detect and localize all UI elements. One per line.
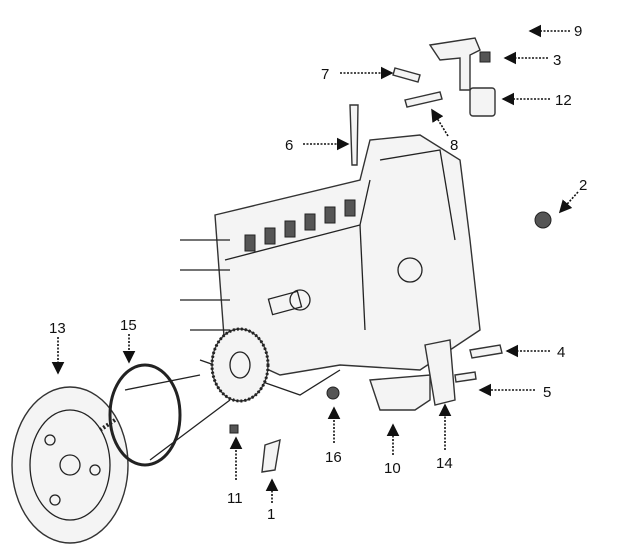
- bracket-part-10: [369, 374, 431, 411]
- callout-6: 6: [285, 137, 293, 154]
- callout-9: 9: [574, 23, 582, 40]
- callout-15: 15: [120, 317, 137, 334]
- callout-5: 5: [543, 384, 551, 401]
- callout-arrows: [51, 24, 579, 503]
- bolt-part-4: [469, 344, 503, 359]
- callout-10: 10: [384, 460, 401, 477]
- callout-3: 3: [553, 52, 561, 69]
- callout-7: 7: [321, 66, 329, 83]
- key-part-11: [229, 424, 239, 434]
- callout-11: 11: [227, 490, 243, 507]
- block-part-12: [469, 87, 496, 117]
- callout-8: 8: [450, 137, 458, 154]
- nut-part-16: [326, 386, 340, 400]
- callout-12: 12: [555, 92, 572, 109]
- callout-14: 14: [436, 455, 453, 472]
- pulley-part-13: [11, 386, 129, 544]
- bolt-part-8: [404, 91, 443, 108]
- bolt-part-7: [392, 67, 421, 83]
- drive-gear: [210, 327, 270, 403]
- stud-part-1: [261, 438, 281, 473]
- callout-16: 16: [325, 449, 342, 466]
- bolt-part-5: [454, 371, 477, 383]
- nut-part-3: [479, 51, 491, 63]
- gasket-part-15: [108, 363, 231, 467]
- nut-part-2: [534, 211, 552, 229]
- callout-4: 4: [557, 344, 565, 361]
- injection-pump-body: [180, 134, 481, 396]
- bracket-part-9: [428, 37, 481, 91]
- bracket-part-14: [424, 339, 456, 406]
- injector-outlets: [244, 199, 356, 252]
- callout-2: 2: [579, 177, 587, 194]
- callout-1: 1: [267, 506, 275, 523]
- bolt-part-6: [349, 104, 359, 166]
- callout-13: 13: [49, 320, 66, 337]
